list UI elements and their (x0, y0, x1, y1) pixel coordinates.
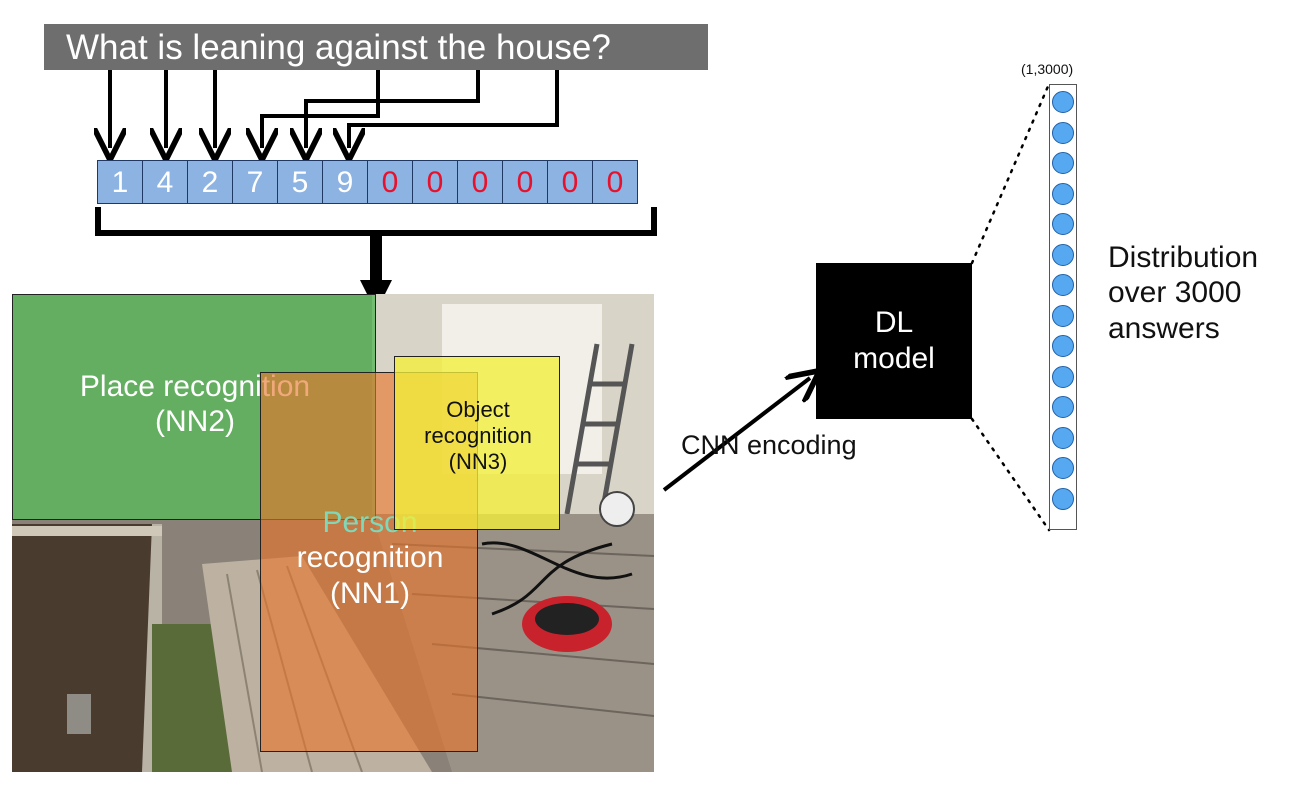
padding-token: 0 (412, 160, 458, 204)
distribution-line2: over 3000 (1108, 276, 1242, 310)
word-index-token: 9 (322, 160, 368, 204)
word-arrow-the (306, 70, 480, 148)
word-index-token: 4 (142, 160, 188, 204)
word-index-token: 2 (187, 160, 233, 204)
scene-photo: Place recognition (NN2) Person recogniti… (12, 294, 654, 772)
word-index-token: 5 (277, 160, 323, 204)
token-bracket (95, 207, 657, 236)
place-label-line2: (NN2) (155, 405, 235, 439)
output-node (1052, 152, 1074, 174)
distribution-line1: Distribution (1108, 241, 1259, 274)
question-text: What is leaning against the house? (44, 24, 708, 70)
object-label-line1: Object (446, 397, 510, 422)
output-node (1052, 243, 1074, 266)
output-node (1052, 335, 1074, 357)
object-label-line3: (NN3) (448, 448, 508, 474)
distribution-line3: answers (1108, 311, 1220, 345)
output-node (1052, 304, 1074, 327)
output-node (1052, 487, 1074, 510)
output-node (1052, 121, 1074, 144)
padding-token: 0 (457, 160, 503, 204)
padding-token: 0 (502, 160, 548, 204)
word-index-arrows (110, 70, 559, 148)
output-vector (1049, 84, 1077, 530)
output-node (1052, 91, 1074, 113)
padding-token: 0 (592, 160, 638, 204)
fanout-bottom (970, 417, 1051, 532)
cnn-encoding-label: CNN encoding (681, 430, 857, 460)
output-shape-label: (1,3000) (1021, 61, 1074, 77)
fanout-top (970, 82, 1051, 265)
dl-model-line2: model (853, 342, 935, 375)
word-index-token: 7 (232, 160, 278, 204)
distribution-label: Distribution over 3000 answers (1108, 240, 1258, 346)
word-arrow-house (349, 70, 559, 148)
bracket-stem (370, 233, 382, 283)
cnn-arrow (662, 378, 810, 492)
output-node (1052, 365, 1074, 388)
output-node (1052, 213, 1074, 235)
padding-token: 0 (547, 160, 593, 204)
word-index-token: 1 (97, 160, 143, 204)
object-label-line2: recognition (424, 422, 532, 448)
person-label-line2: recognition (296, 541, 444, 575)
dl-model-box: DL model (816, 263, 972, 419)
output-node (1052, 182, 1074, 205)
object-region: Object recognition (NN3) (394, 356, 560, 530)
padding-token: 0 (367, 160, 413, 204)
person-label-line3: (NN1) (330, 576, 410, 610)
output-node (1052, 274, 1074, 296)
output-node (1052, 457, 1074, 479)
dl-model-line1: DL (874, 306, 914, 339)
output-node (1052, 426, 1074, 449)
object-region-label: Object recognition (NN3) (395, 397, 561, 475)
word-arrow-against (262, 70, 380, 148)
output-node (1052, 396, 1074, 418)
